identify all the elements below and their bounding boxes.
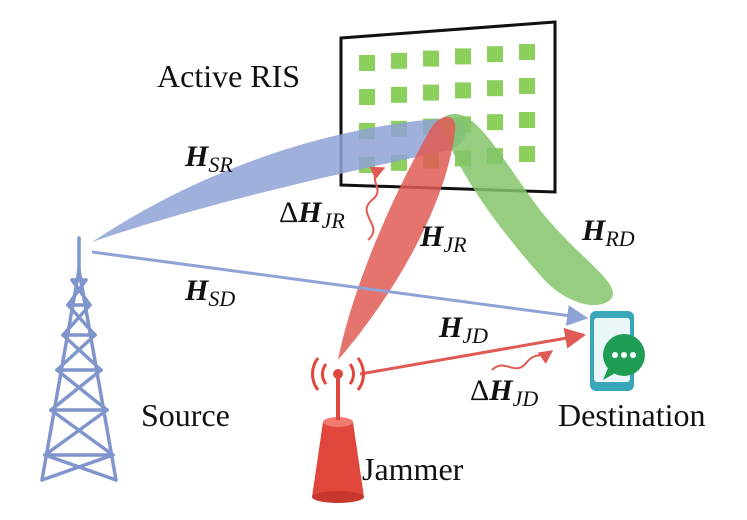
active-ris-panel xyxy=(339,20,557,194)
ris-element xyxy=(359,89,375,105)
ris-element xyxy=(455,82,471,99)
beams xyxy=(92,113,613,360)
ris-element xyxy=(391,86,407,103)
smartphone-chat-icon xyxy=(590,311,645,391)
source-ris-beam xyxy=(92,118,467,242)
source-label: Source xyxy=(141,397,230,433)
ris-destination-beam xyxy=(440,113,613,306)
channel-label-djd: ΔHJD xyxy=(470,374,538,411)
ris-element xyxy=(455,48,471,65)
channel-label-jr: HJR xyxy=(419,220,467,257)
ris-element xyxy=(391,52,407,69)
ris-element xyxy=(487,46,503,63)
ris-element xyxy=(519,146,535,162)
delta-jd-squiggle xyxy=(491,350,554,371)
ris-element xyxy=(519,112,535,128)
channel-label-rd: HRD xyxy=(581,214,635,251)
ris-element xyxy=(519,44,535,60)
jammer-label: Jammer xyxy=(362,451,464,487)
ris-element xyxy=(487,114,503,131)
ris-element xyxy=(423,84,439,101)
jammer-antenna-icon xyxy=(311,357,365,503)
ris-element xyxy=(487,80,503,97)
channel-label-jd: HJD xyxy=(438,311,488,348)
channel-label-sd: HSD xyxy=(184,274,235,311)
channel-label-djr: ΔHJR xyxy=(279,196,345,233)
ris-label: Active RIS xyxy=(157,58,300,94)
ris-element xyxy=(423,50,439,67)
jammer-ris-beam xyxy=(338,116,456,360)
channel-label-sr: HSR xyxy=(184,140,233,177)
delta-jr-squiggle xyxy=(365,166,386,241)
destination-label: Destination xyxy=(558,397,706,433)
ris-element xyxy=(359,55,375,71)
cell-tower-icon xyxy=(40,236,118,482)
source-destination-arrow xyxy=(91,250,589,326)
jammer-destination-arrow xyxy=(359,327,587,376)
ris-element xyxy=(519,78,535,94)
